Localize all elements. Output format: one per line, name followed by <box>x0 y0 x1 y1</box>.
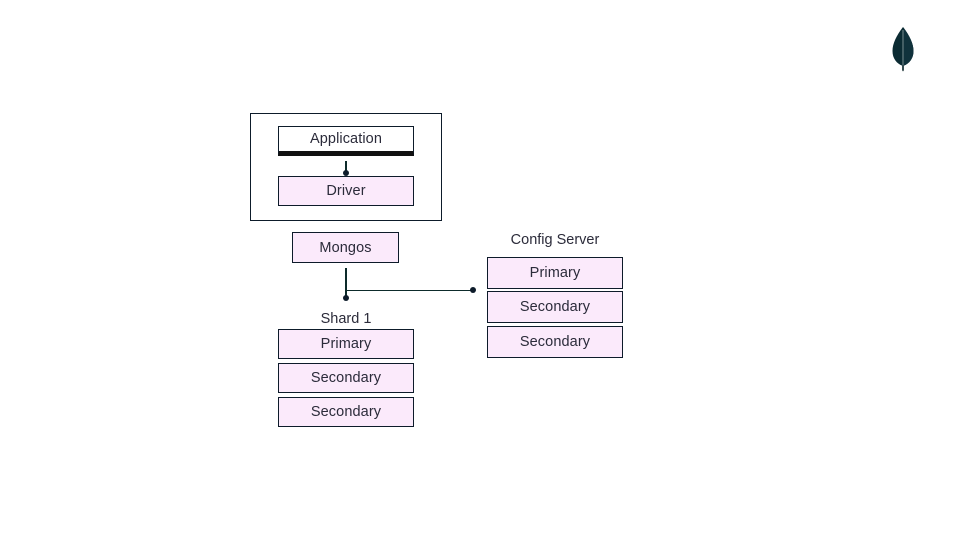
shard-caption: Shard 1 <box>320 311 372 327</box>
shard-node-primary[interactable]: Primary <box>278 329 414 359</box>
connector-application-to-driver-endpoint <box>342 170 349 176</box>
node-mongos[interactable]: Mongos <box>292 232 399 263</box>
config-server-node-secondary-1[interactable]: Secondary <box>487 291 623 323</box>
shard-node-secondary-2-label: Secondary <box>310 404 382 420</box>
shard-node-secondary-1-label: Secondary <box>310 370 382 386</box>
connector-mongos-to-shard-endpoint <box>342 295 349 301</box>
shard-node-secondary-2[interactable]: Secondary <box>278 397 414 427</box>
config-server-caption: Config Server <box>510 232 600 248</box>
config-server-node-primary-label: Primary <box>529 265 581 281</box>
node-driver-label: Driver <box>326 183 366 199</box>
shard-node-secondary-1[interactable]: Secondary <box>278 363 414 393</box>
config-server-node-secondary-2-label: Secondary <box>519 334 591 350</box>
node-application[interactable]: Application <box>278 126 414 156</box>
connector-mongos-to-config-server <box>345 289 473 292</box>
shard-node-primary-label: Primary <box>320 336 372 352</box>
connector-mongos-trunk <box>345 268 347 298</box>
node-application-label: Application <box>309 131 383 147</box>
node-driver[interactable]: Driver <box>278 176 414 206</box>
connector-application-to-driver <box>345 161 347 173</box>
mongodb-leaf-logo <box>886 26 920 72</box>
config-server-node-secondary-1-label: Secondary <box>519 299 591 315</box>
config-server-node-primary[interactable]: Primary <box>487 257 623 289</box>
config-server-node-secondary-2[interactable]: Secondary <box>487 326 623 358</box>
connector-mongos-to-config-server-endpoint <box>470 287 476 293</box>
node-mongos-label: Mongos <box>319 239 372 256</box>
